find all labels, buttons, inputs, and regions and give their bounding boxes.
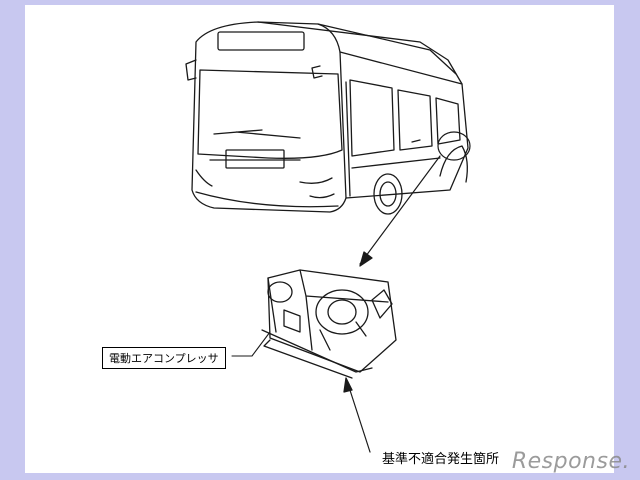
bus-illustration bbox=[185, 21, 471, 215]
defect-arrow-head bbox=[343, 377, 353, 393]
response-watermark: Response. bbox=[511, 449, 630, 474]
compressor-illustration bbox=[261, 269, 397, 379]
defect-location-label: 基準不適合発生箇所 bbox=[382, 452, 500, 467]
component-label: 電動エアコンプレッサ bbox=[102, 347, 226, 369]
leader-arrow-head bbox=[359, 251, 373, 267]
component-leader-line bbox=[231, 331, 271, 357]
leader-arrow-line bbox=[359, 155, 441, 265]
defect-arrow-line bbox=[347, 383, 371, 453]
diagram-sheet bbox=[25, 5, 614, 473]
